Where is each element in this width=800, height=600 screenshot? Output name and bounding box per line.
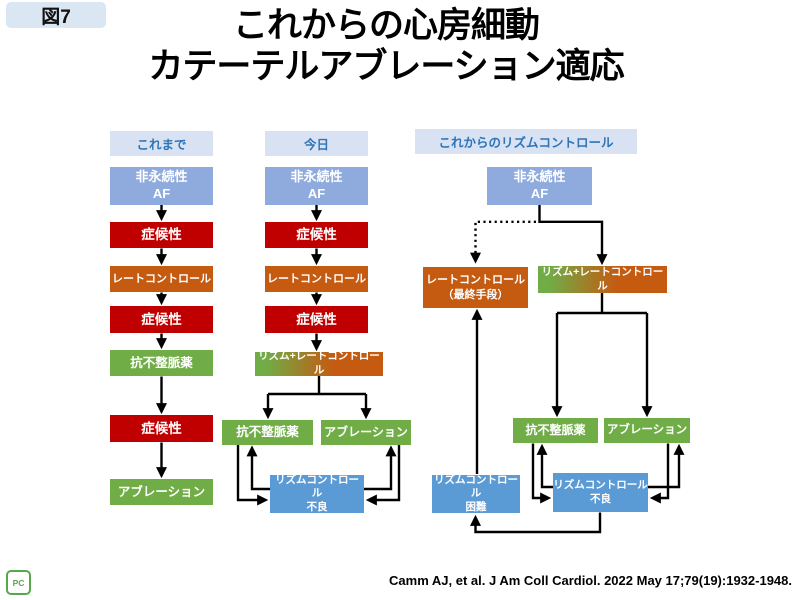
flow-arrow: [236, 445, 269, 506]
flow-arrow: [647, 443, 685, 489]
column-header-future: これからのリズムコントロール: [415, 129, 637, 154]
node-past-symptomatic-1: 症候性: [110, 222, 213, 248]
figure-number-badge: 図7: [6, 2, 106, 28]
citation-text: Camm AJ, et al. J Am Coll Cardiol. 2022 …: [389, 573, 792, 588]
flow-connector: [268, 376, 366, 396]
node-past-rate-control: レートコントロール: [110, 266, 213, 292]
node-past-ablation: アブレーション: [110, 479, 213, 505]
flow-arrow: [649, 443, 670, 504]
node-future-rhythm-rate-control: リズム+レートコントロール: [538, 266, 667, 293]
node-future-nonpersistent-af: 非永続性 AF: [487, 167, 592, 205]
node-future-rhythm-control-poor: リズムコントロール 不良: [553, 473, 648, 512]
column-header-today: 今日: [265, 131, 368, 156]
node-past-antiarrhythmic: 抗不整脈薬: [110, 350, 213, 376]
pc-logo: PC: [6, 570, 31, 595]
node-future-antiarrhythmic: 抗不整脈薬: [513, 418, 598, 443]
flow-arrow: [365, 445, 401, 506]
flow-arrow-dotted: [469, 220, 536, 264]
slide-title-line2: カテーテルアブレーション適応: [148, 46, 624, 86]
slide-title: これからの心房細動 カテーテルアブレーション適応: [0, 6, 772, 88]
flow-arrow: [536, 443, 554, 489]
flow-arrow: [538, 205, 608, 266]
node-past-symptomatic-2: 症候性: [110, 306, 213, 333]
node-today-rate-control: レートコントロール: [265, 266, 368, 292]
node-future-rate-control-last-resort: レートコントロール （最終手段）: [423, 267, 528, 308]
node-future-ablation: アブレーション: [604, 418, 690, 443]
flow-arrow: [469, 512, 602, 534]
node-today-nonpersistent-af: 非永続性 AF: [265, 167, 368, 205]
node-past-symptomatic-3: 症候性: [110, 415, 213, 442]
node-future-rhythm-control-difficult: リズムコントロール 困難: [432, 473, 520, 513]
slide-title-line1: これからの心房細動: [232, 6, 540, 45]
flow-arrow: [246, 445, 271, 491]
flow-arrow: [531, 443, 552, 504]
node-today-antiarrhythmic: 抗不整脈薬: [222, 420, 313, 445]
node-today-rhythm-rate-control: リズム+レートコントロール: [255, 350, 383, 376]
node-past-nonpersistent-af: 非永続性 AF: [110, 167, 213, 205]
node-today-ablation: アブレーション: [321, 420, 411, 445]
flow-arrow: [363, 445, 397, 491]
column-header-past: これまで: [110, 131, 213, 156]
node-today-rhythm-control-poor: リズムコントロール 不良: [270, 474, 364, 513]
node-today-symptomatic-1: 症候性: [265, 222, 368, 248]
flow-connector: [557, 293, 647, 315]
node-today-symptomatic-2: 症候性: [265, 306, 368, 333]
